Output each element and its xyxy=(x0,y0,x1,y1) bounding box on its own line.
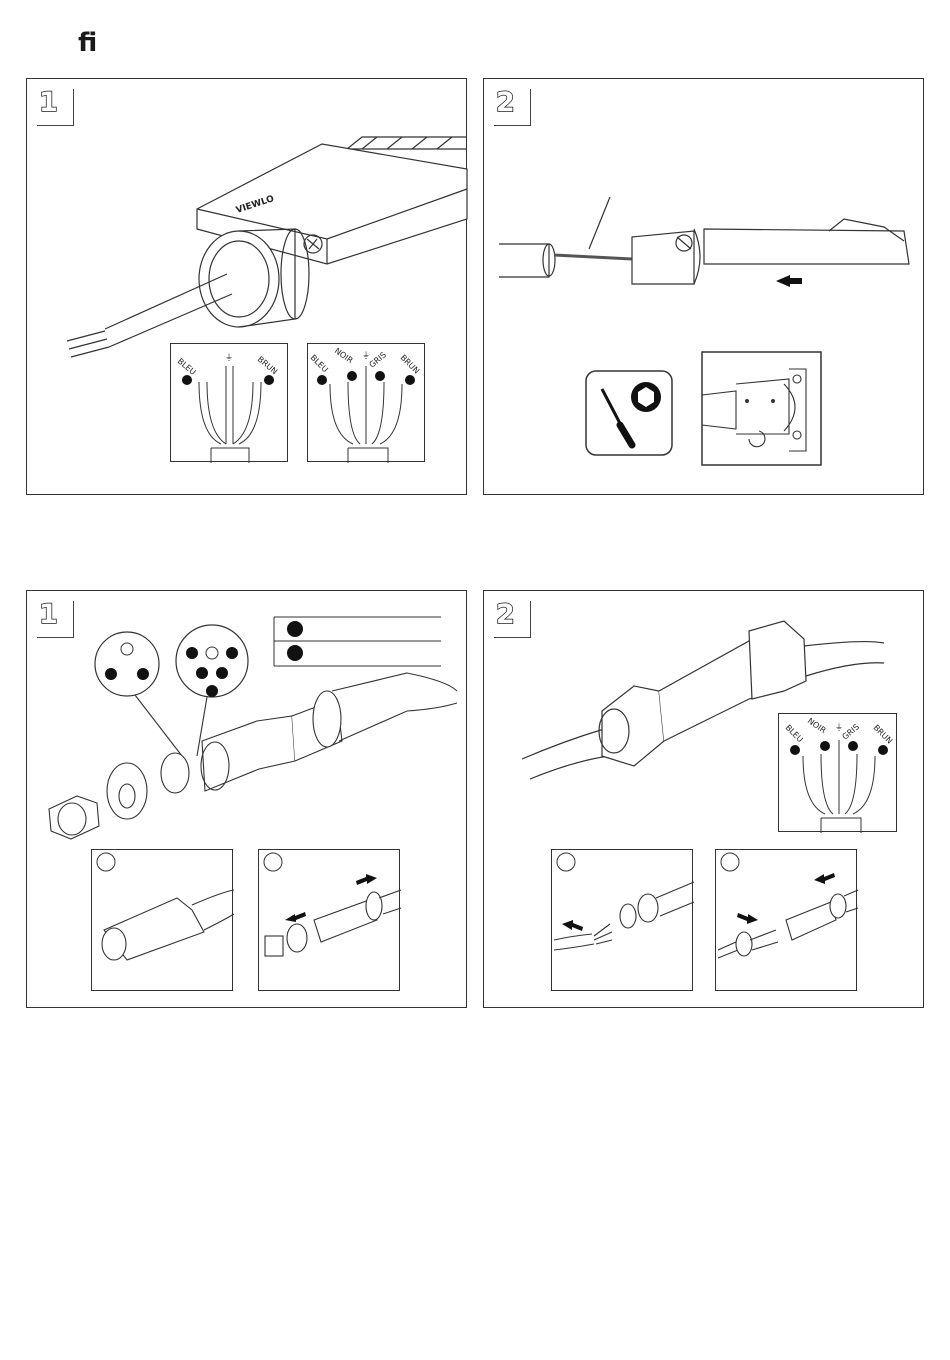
substep-box-b xyxy=(258,849,400,991)
arrow-left-icon xyxy=(814,873,835,884)
wiring-diagram-5-conductor: BLEU NOIR ⏚ GRIS BRUN xyxy=(307,343,425,462)
luminaire-assembly-illustration xyxy=(484,79,925,496)
wire-label-brown: BRUN xyxy=(256,355,279,377)
screwdriver-hex-icon xyxy=(586,371,672,455)
screw-detail-icon xyxy=(702,352,821,465)
wire-label-blue: BLEU xyxy=(784,723,805,744)
substep-box-b xyxy=(715,849,857,991)
pin-layout-5 xyxy=(176,625,248,697)
wire-label-blue: BLEU xyxy=(309,353,330,374)
arrow-left-icon xyxy=(776,275,802,287)
wire-label-grey: GRIS xyxy=(841,722,861,741)
legend xyxy=(274,617,441,666)
arrow-right-icon xyxy=(562,920,583,931)
wire-label-brown: BRUN xyxy=(399,353,422,376)
wire-label-blue: BLEU xyxy=(176,357,198,377)
arrow-right-icon xyxy=(737,913,758,924)
wire-label-brown: BRUN xyxy=(872,723,895,746)
wire-label-black: NOIR xyxy=(806,716,828,735)
wire-label-grey: GRIS xyxy=(368,350,388,369)
pin-layout-3 xyxy=(95,632,159,696)
panel-top-right: 2 xyxy=(483,78,924,495)
wire-label-earth: ⏚ xyxy=(362,351,370,360)
wire-label-black: NOIR xyxy=(333,346,355,365)
substep-box-a xyxy=(91,849,233,991)
arrow-left-icon xyxy=(285,912,306,922)
wiring-diagram-5-conductor: BLEU NOIR ⏚ GRIS BRUN xyxy=(778,713,897,832)
panel-bottom-right: 2 BLEU NOIR ⏚ xyxy=(483,590,924,1008)
wire-label-earth: ⏚ xyxy=(225,353,233,362)
header-glyph: ﬁ xyxy=(78,28,97,58)
substep-box-a xyxy=(551,849,693,991)
wire-label-earth: ⏚ xyxy=(835,723,843,732)
panel-top-left: 1 VIEWLO xyxy=(26,78,467,495)
wiring-diagram-3-conductor: BLEU ⏚ BRUN xyxy=(170,343,288,462)
panel-bottom-left: 1 xyxy=(26,590,467,1008)
arrow-right-icon xyxy=(356,874,377,885)
